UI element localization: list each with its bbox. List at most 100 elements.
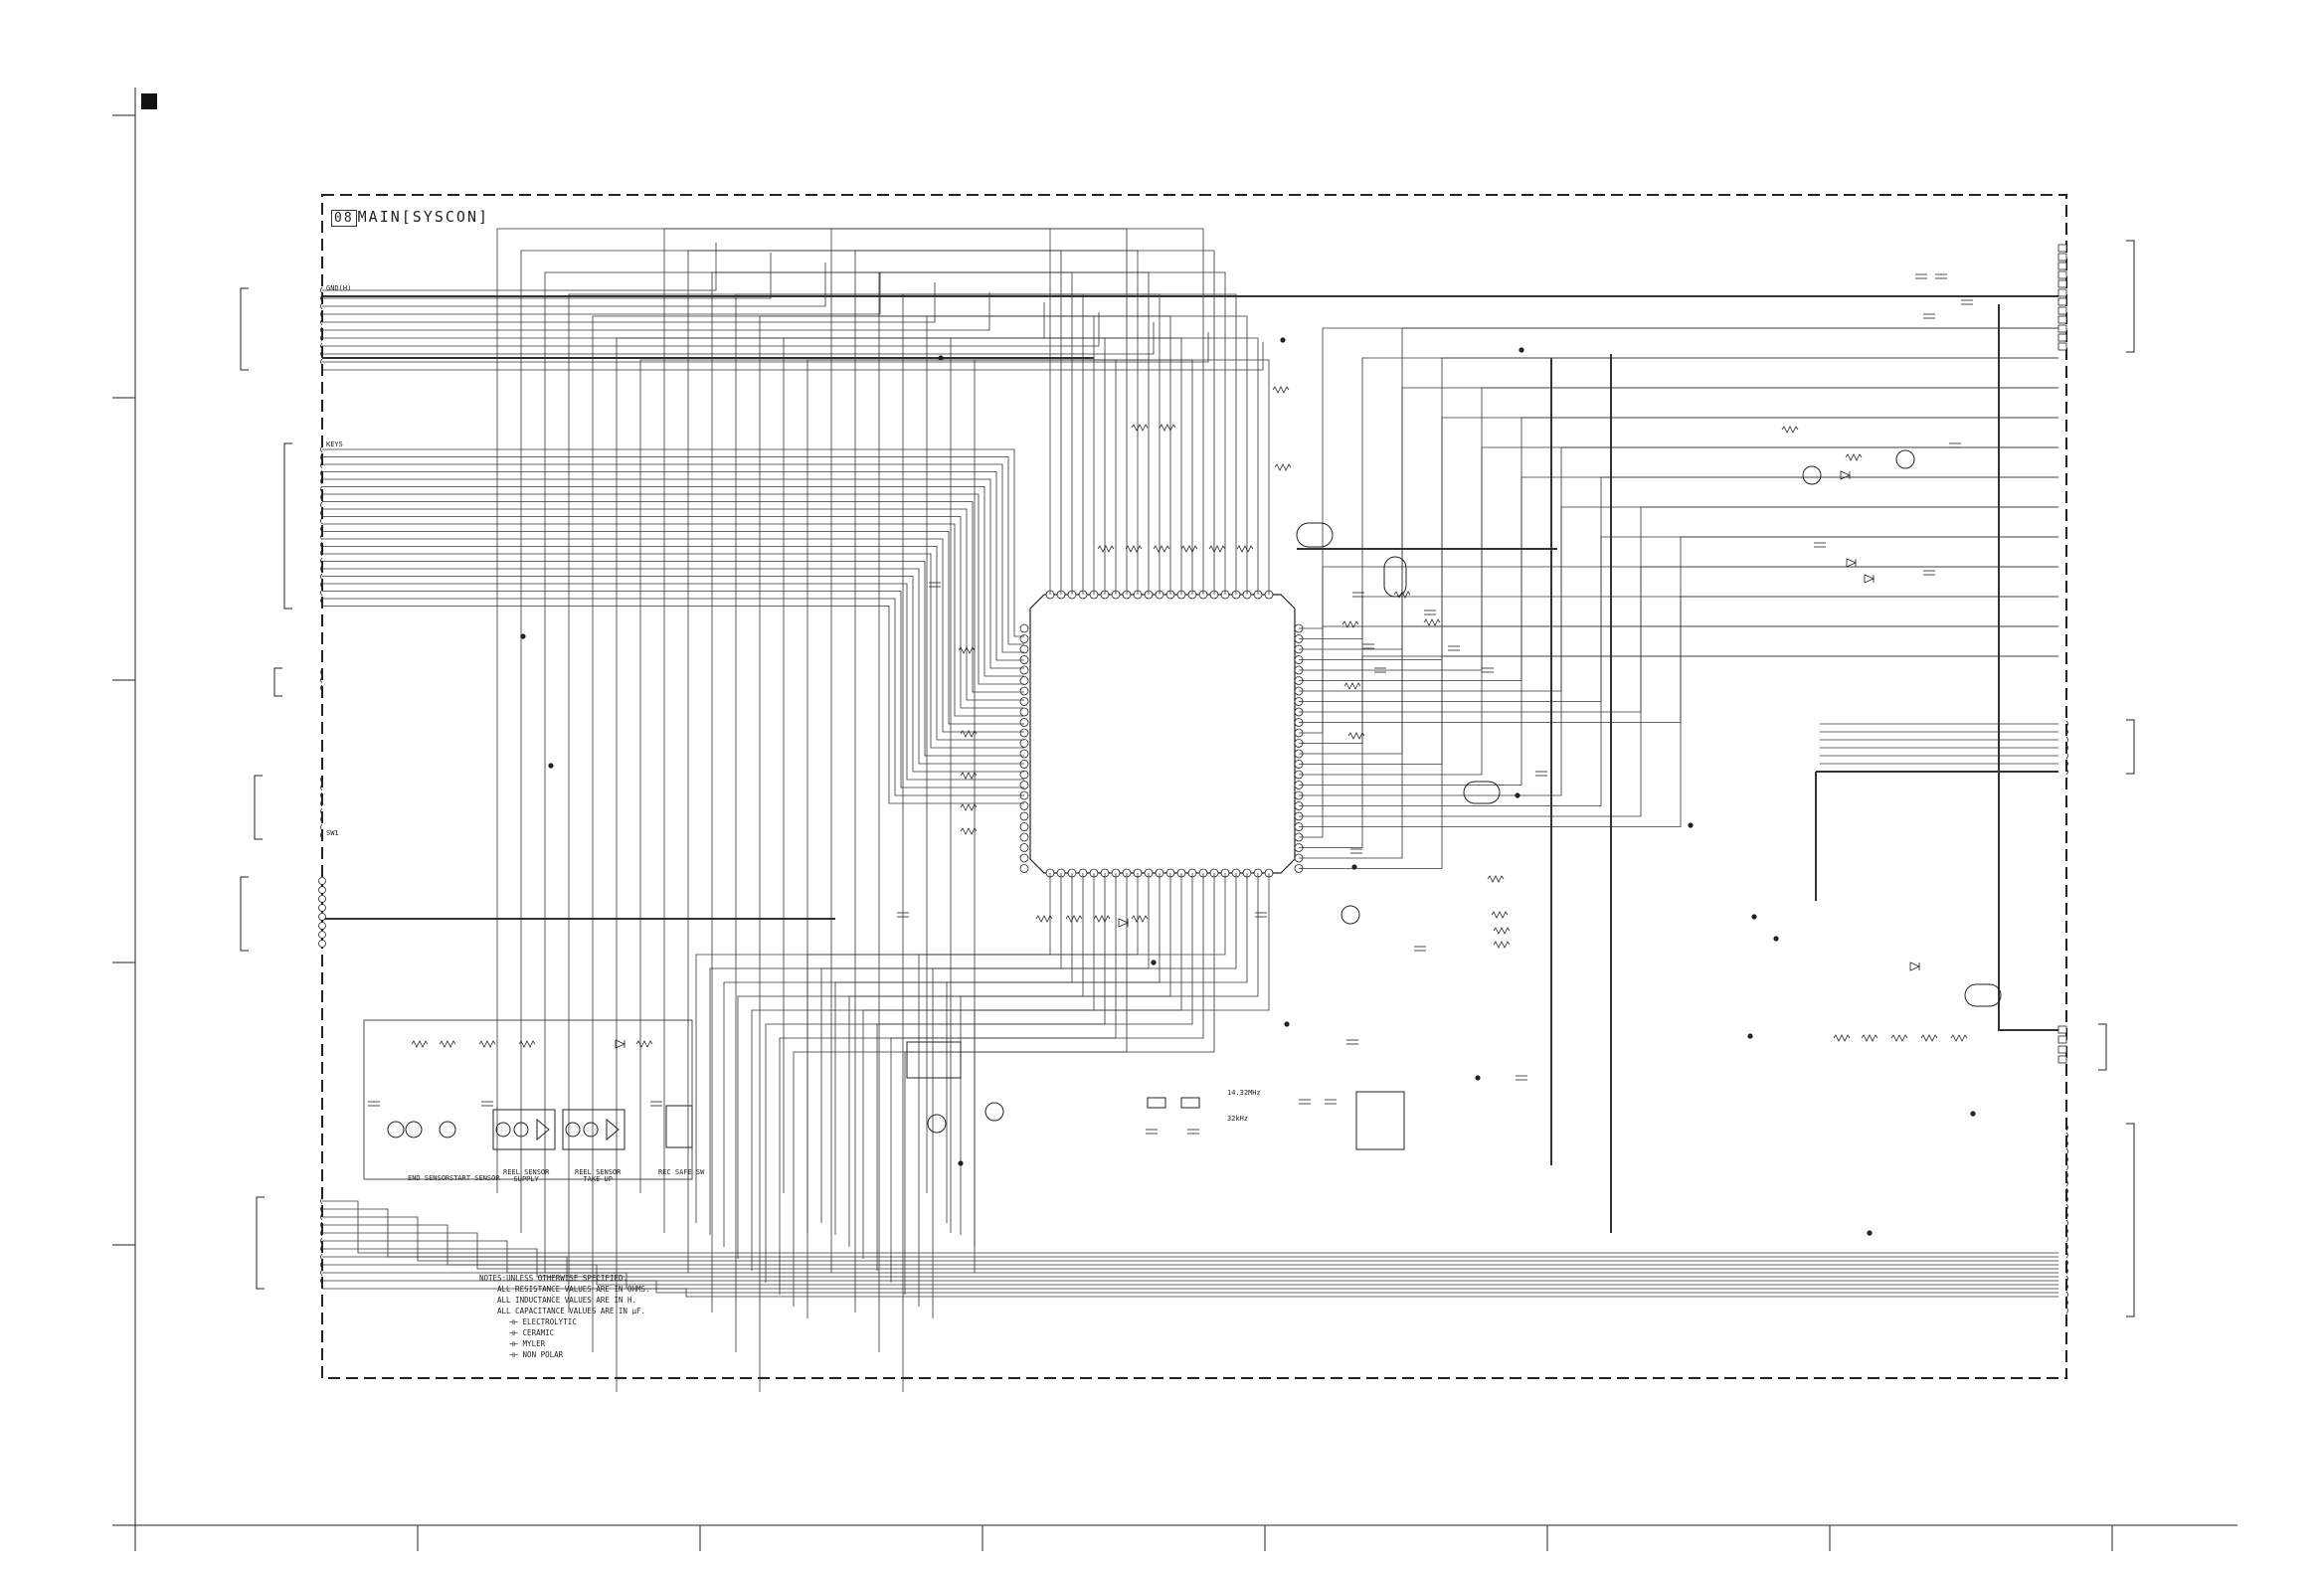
resistor xyxy=(1343,682,1361,690)
signal-trace xyxy=(616,337,1106,1392)
signal-trace xyxy=(946,873,1248,1223)
signal-trace xyxy=(322,591,1024,788)
signal-trace xyxy=(806,359,1193,1233)
connector-pin xyxy=(2065,1299,2068,1307)
notes-line: ALL RESISTANCE VALUES ARE IN OHMS. xyxy=(497,1285,650,1294)
resistor xyxy=(1272,386,1290,394)
ic-pin xyxy=(1019,665,1029,675)
connector-pin xyxy=(320,533,323,541)
connector-pin xyxy=(318,931,326,939)
capacitor-nonpolar-icon: ⊣⊢ xyxy=(509,1350,523,1359)
legend-label: MYLER xyxy=(522,1339,546,1348)
junction-dot xyxy=(1970,1111,1976,1117)
connector-pin xyxy=(320,453,323,461)
signal-trace xyxy=(322,568,1024,765)
signal-trace xyxy=(322,598,1024,796)
signal-trace xyxy=(723,873,1073,1247)
signal-trace xyxy=(322,332,1209,363)
connector-pin xyxy=(2065,720,2068,728)
ic-pin xyxy=(1019,728,1029,738)
connector-label-gnd: GND(H) xyxy=(326,284,352,292)
board-outline xyxy=(321,194,2067,1379)
resistor xyxy=(439,1040,456,1048)
signal-trace xyxy=(1299,417,2058,786)
junction-dot xyxy=(1351,864,1357,870)
connector-pin xyxy=(320,557,323,565)
signal-trace xyxy=(322,456,1024,645)
resistor xyxy=(1236,545,1254,553)
ic-pin xyxy=(1019,676,1029,685)
connector-pin xyxy=(2065,744,2068,752)
diode xyxy=(1864,574,1875,584)
ic-pin xyxy=(1019,697,1029,706)
connector-pin xyxy=(2065,1291,2068,1299)
signal-trace xyxy=(974,873,1270,1247)
sensor-label-end: END SENSOR xyxy=(408,1174,450,1182)
start-sensor-phototransistor xyxy=(439,1121,456,1138)
connector-bracket-left xyxy=(256,1196,265,1290)
connector-pin xyxy=(320,445,323,453)
signal-trace xyxy=(737,873,1084,1259)
connector-pin xyxy=(320,286,323,294)
signal-trace xyxy=(322,486,1024,677)
resistor xyxy=(1890,1034,1908,1042)
connector-pin xyxy=(320,776,323,784)
legend-electrolytic: ⊣⊢ ELECTROLYTIC xyxy=(479,1316,650,1327)
signal-trace xyxy=(322,1256,2058,1282)
capacitor-mylar-icon: ⊣⊢ xyxy=(509,1339,523,1348)
connector-pin xyxy=(2057,315,2067,324)
connector-pin xyxy=(320,358,323,366)
connector-pin xyxy=(318,877,326,885)
sensor-label-reel-supply: REEL SENSOR SUPPLY xyxy=(503,1168,550,1183)
diode xyxy=(1840,470,1851,480)
legend-label: ELECTROLYTIC xyxy=(522,1317,577,1326)
junction-dot xyxy=(1519,347,1524,353)
connector-pin xyxy=(320,1253,323,1261)
signal-trace xyxy=(322,508,1024,701)
junction-dot xyxy=(1280,337,1286,343)
signal-trace xyxy=(926,315,1248,1193)
signal-trace xyxy=(1299,327,2058,629)
connector-pin xyxy=(2065,1187,2068,1195)
notes-heading: NOTES:UNLESS OTHERWISE SPECIFIED. xyxy=(479,1274,628,1283)
diode xyxy=(1118,918,1129,928)
connector-pin xyxy=(320,1245,323,1253)
resistor xyxy=(478,1040,496,1048)
connector-bracket-right xyxy=(2098,1023,2107,1071)
transistor-q4 xyxy=(984,1102,1004,1122)
ic-module-c xyxy=(1463,781,1501,804)
signal-trace xyxy=(1299,387,2058,650)
connector-pin xyxy=(2057,1055,2067,1064)
ic-module-d xyxy=(1964,983,2002,1007)
signal-trace xyxy=(806,873,1139,1318)
resistor xyxy=(411,1040,429,1048)
connector-pin xyxy=(2065,752,2068,760)
connector-pin xyxy=(2065,728,2068,736)
connector-pin xyxy=(320,784,323,791)
legend-ceramic: ⊣⊢ CERAMIC xyxy=(479,1327,650,1338)
crystal-label-x1: 14.32MHz xyxy=(1227,1089,1261,1097)
resistor xyxy=(1833,1034,1851,1042)
connector-pin xyxy=(320,509,323,517)
connector-pin xyxy=(2065,1171,2068,1179)
signal-trace xyxy=(520,250,1062,1233)
signal-trace xyxy=(1299,357,2058,765)
connector-pin xyxy=(2057,306,2067,315)
signal-trace xyxy=(322,1216,2058,1262)
resistor xyxy=(1423,618,1441,626)
connector-pin xyxy=(320,294,323,302)
connector-pin xyxy=(2065,1163,2068,1171)
connector-pin xyxy=(2065,1179,2068,1187)
signal-trace xyxy=(322,478,1024,669)
resistor xyxy=(1347,732,1365,740)
connector-pin xyxy=(2057,297,2067,306)
connector-pin xyxy=(320,791,323,799)
connector-pin xyxy=(320,668,323,676)
connector-pin xyxy=(318,922,326,930)
resistor xyxy=(960,730,978,738)
resistor xyxy=(1153,545,1170,553)
syscon-microcontroller-ic xyxy=(1029,594,1296,874)
signal-trace xyxy=(960,873,1259,1235)
resistor xyxy=(1093,915,1111,923)
connector-pin xyxy=(320,799,323,807)
